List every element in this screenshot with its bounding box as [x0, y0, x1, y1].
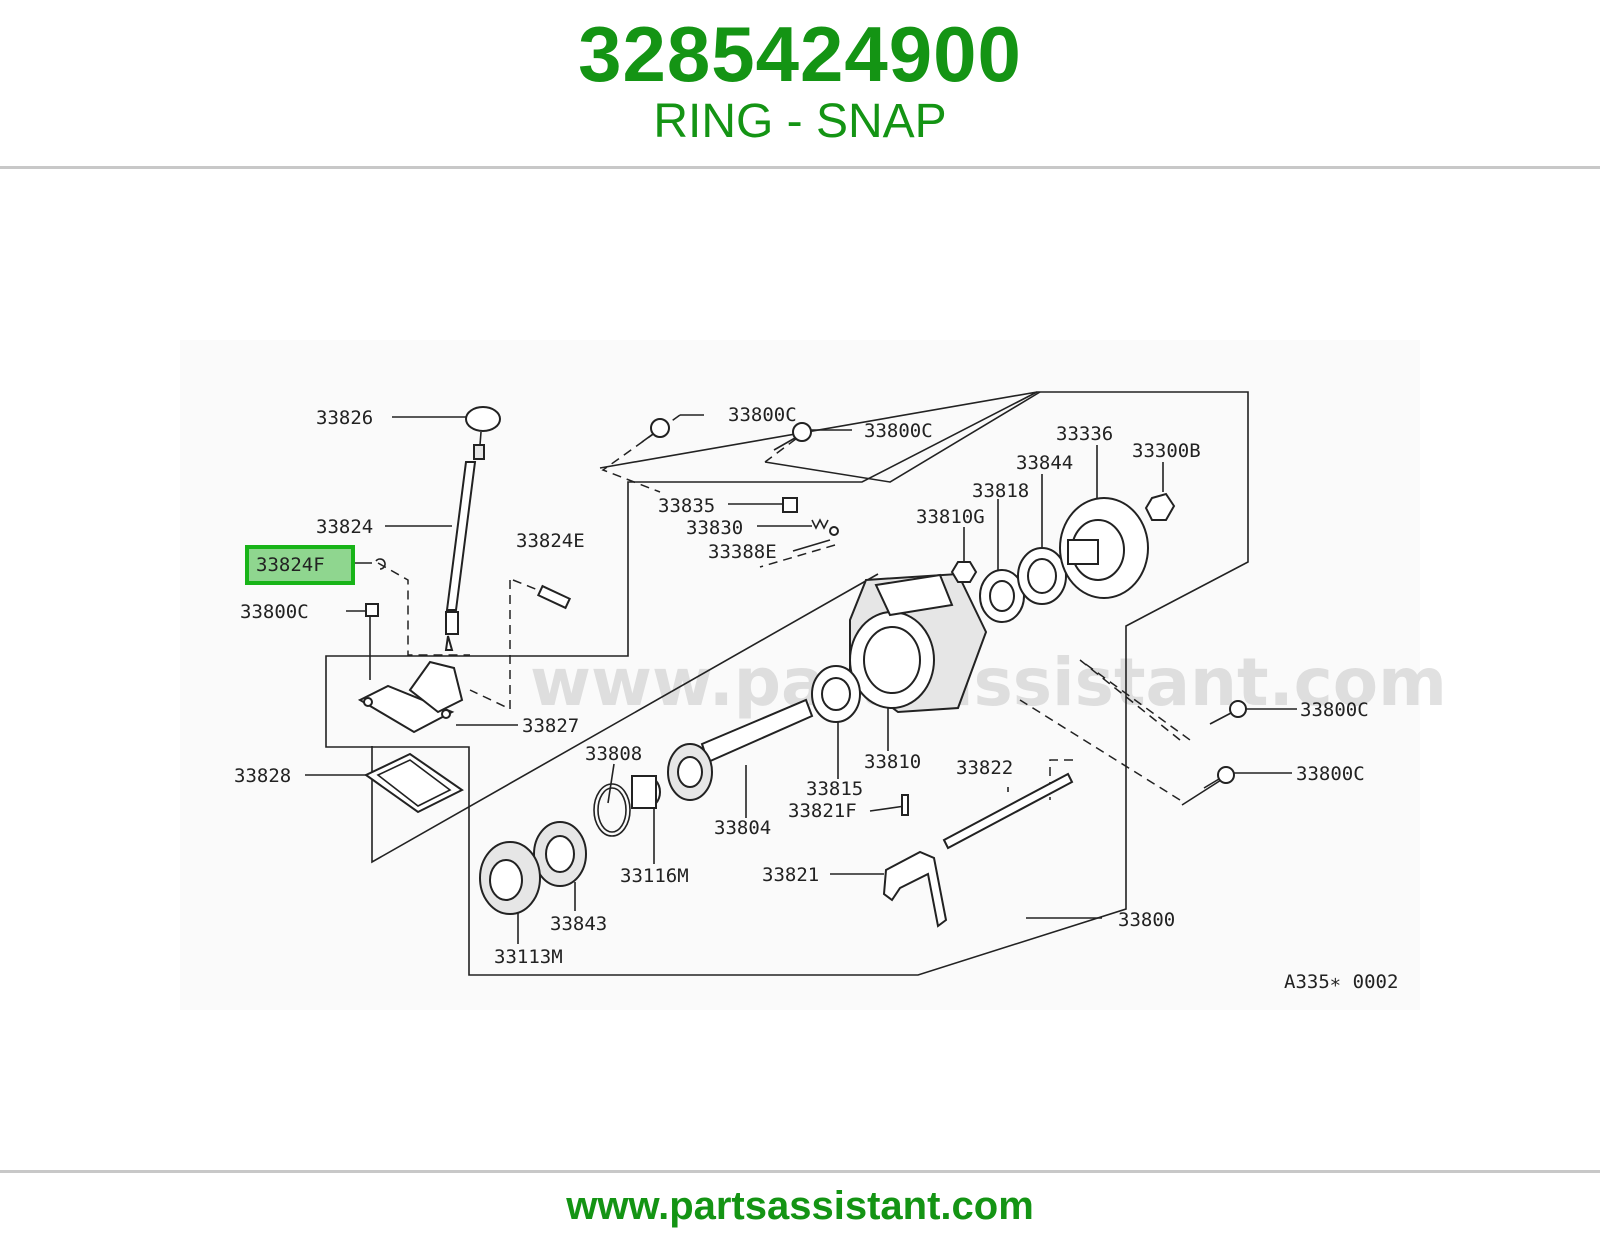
callout-33843[interactable]: 33843 [550, 913, 607, 935]
callout-33824[interactable]: 33824 [316, 516, 373, 538]
part-name-subtitle: RING - SNAP [653, 95, 947, 148]
callout-33810[interactable]: 33810 [864, 751, 921, 773]
callout-33808[interactable]: 33808 [585, 743, 642, 765]
nut-33810g [950, 561, 978, 583]
transfer-case [849, 572, 988, 714]
ball-33388e [829, 526, 839, 536]
callout-33804[interactable]: 33804 [714, 817, 771, 839]
callout-33113m[interactable]: 33113M [494, 946, 563, 968]
callout-33800c-right2[interactable]: 33800C [1296, 763, 1365, 785]
callout-33800c-top2[interactable]: 33800C [864, 420, 933, 442]
bearing-33818 [979, 569, 1025, 623]
leader-lines [305, 414, 1297, 944]
shift-fork-33821 [882, 850, 948, 928]
cover-bracket-outline [371, 573, 879, 864]
callout-33824f[interactable]: 33824F [256, 554, 325, 576]
callout-33827[interactable]: 33827 [522, 715, 579, 737]
callout-33300b[interactable]: 33300B [1132, 440, 1201, 462]
parts-diagram-panel [180, 340, 1420, 1010]
callout-33388e[interactable]: 33388E [708, 541, 777, 563]
callout-33822[interactable]: 33822 [956, 757, 1013, 779]
shift-rod-33822 [942, 772, 1074, 850]
callout-33821[interactable]: 33821 [762, 864, 819, 886]
needle-bearing-33116m [631, 775, 661, 809]
bolt-33800c-top1 [641, 418, 670, 443]
highlight-box [245, 545, 355, 585]
callout-33336[interactable]: 33336 [1056, 423, 1113, 445]
pin-33821f [901, 794, 909, 816]
top-cover-outline [764, 391, 1041, 483]
callout-33800c-top1[interactable]: 33800C [728, 404, 797, 426]
callout-labels: 33826 33824 33824F 33800C 33824E 33800C … [234, 404, 1398, 993]
bolt-33800c-left [365, 603, 379, 680]
snap-ring-33808 [593, 783, 631, 837]
flange-33336 [1059, 497, 1149, 599]
diagram-reference-code: A335∗ 0002 [1284, 971, 1398, 993]
callout-33815[interactable]: 33815 [806, 778, 863, 800]
header-divider [0, 166, 1600, 169]
gasket [364, 752, 464, 814]
callout-33824e[interactable]: 33824E [516, 530, 585, 552]
gear-33843 [533, 821, 587, 887]
callout-33810g[interactable]: 33810G [916, 506, 985, 528]
callout-33116m[interactable]: 33116M [620, 865, 689, 887]
bolt-33800c-right2 [1203, 766, 1235, 789]
shift-cover [357, 660, 464, 734]
footer-divider [0, 1170, 1600, 1173]
pin-33824e [536, 584, 572, 610]
callout-33800[interactable]: 33800 [1118, 909, 1175, 931]
part-number-title: 3285424900 [578, 10, 1022, 98]
gear-33113m [479, 841, 541, 915]
callout-33821f[interactable]: 33821F [788, 800, 857, 822]
snap-ring-highlighted-part [375, 558, 386, 570]
bolt-33800c-right1 [1209, 700, 1247, 725]
watermark-text: www.partsassistant.com [530, 644, 1447, 721]
callout-33818[interactable]: 33818 [972, 480, 1029, 502]
output-shaft [667, 698, 814, 801]
spring-33830 [811, 518, 829, 530]
bearing-33815 [811, 665, 861, 723]
housing-outline [325, 391, 1249, 976]
footer-website-link[interactable]: www.partsassistant.com [566, 1184, 1034, 1228]
seal-33844 [1017, 547, 1067, 605]
callout-33835[interactable]: 33835 [658, 495, 715, 517]
page-header: 3285424900 RING - SNAP [0, 0, 1600, 168]
callout-33800c-right1[interactable]: 33800C [1300, 699, 1369, 721]
nut-33300b [1144, 492, 1176, 521]
shift-lever [444, 406, 501, 651]
callout-33826[interactable]: 33826 [316, 407, 373, 429]
bolt-33800c-top2 [773, 422, 812, 451]
callout-33828[interactable]: 33828 [234, 765, 291, 787]
callout-33800c-left[interactable]: 33800C [240, 601, 309, 623]
plug-33835 [782, 497, 798, 513]
callout-33844[interactable]: 33844 [1016, 452, 1073, 474]
callout-33830[interactable]: 33830 [686, 517, 743, 539]
